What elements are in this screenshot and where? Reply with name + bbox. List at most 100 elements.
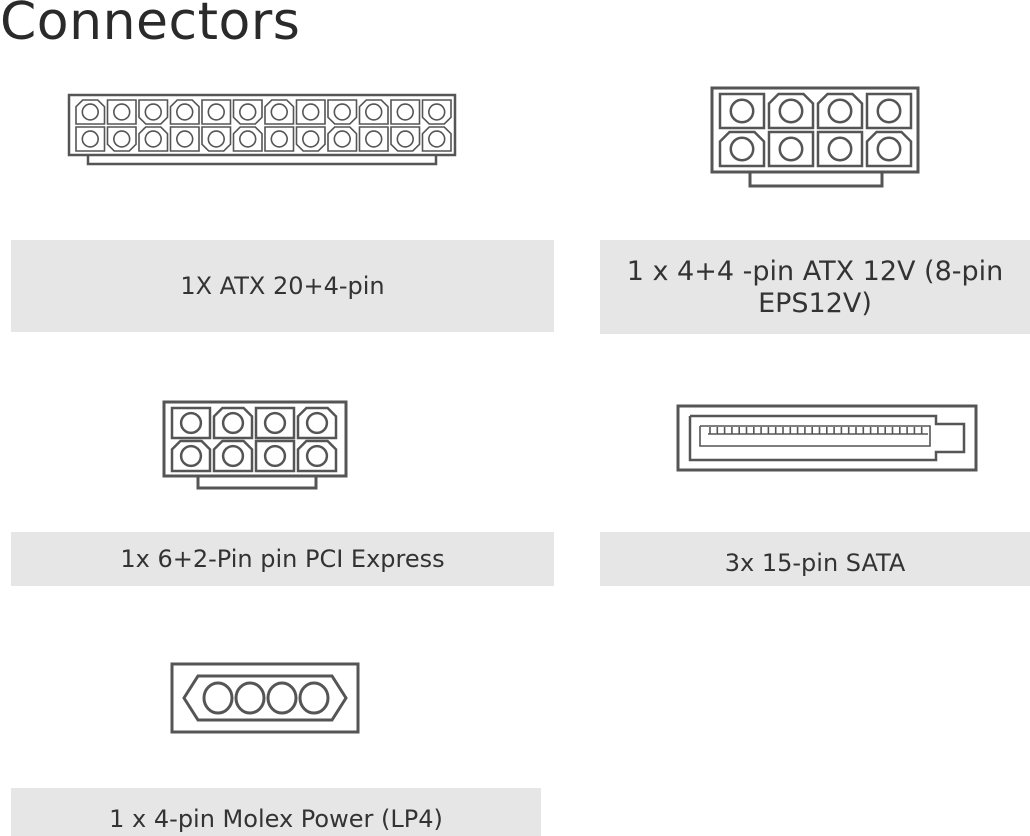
pin-cell [296, 406, 338, 440]
eps-8pin-connector-icon [710, 86, 920, 188]
pcie-8pin-label-bar: 1x 6+2-Pin pin PCI Express [11, 532, 554, 586]
atx-24pin-label: 1X ATX 20+4-pin [180, 272, 385, 300]
eps-8pin-label-line1: 1 x 4+4 -pin ATX 12V (8-pin [626, 256, 1004, 287]
sata-label: 3x 15-pin SATA [724, 549, 906, 577]
pin-cell [212, 406, 254, 440]
pin-cell [421, 99, 452, 125]
pin-cell [390, 126, 421, 152]
atx-24pin-label-bar: 1X ATX 20+4-pin [11, 240, 554, 332]
pin-cell [718, 130, 766, 168]
pin-hole [179, 444, 203, 468]
pin-hole [365, 130, 383, 148]
pin-cell [327, 99, 358, 125]
pin-cell [169, 99, 200, 125]
molex-pin [298, 681, 330, 715]
atx-24pin-connector-icon [67, 93, 457, 166]
pin-cell [816, 130, 864, 168]
connector-latch [86, 155, 438, 166]
pin-hole [827, 98, 853, 124]
pin-hole [827, 136, 853, 162]
pin-hole [302, 103, 320, 121]
pin-hole [144, 130, 162, 148]
pin-cell [816, 92, 864, 130]
pin-hole [876, 98, 902, 124]
pin-hole [239, 103, 257, 121]
pin-cell [254, 406, 296, 440]
connector-housing [676, 404, 978, 472]
pin-hole [263, 444, 287, 468]
pin-cell [390, 99, 421, 125]
pin-cell [295, 99, 326, 125]
pin-cell [232, 99, 263, 125]
molex-pin [202, 681, 234, 715]
pin-cell [865, 130, 913, 168]
pin-cell [295, 126, 326, 152]
molex-label: 1 x 4-pin Molex Power (LP4) [109, 805, 443, 833]
pin-cell [421, 126, 452, 152]
pin-hole [876, 136, 902, 162]
pin-hole [396, 103, 414, 121]
pin-hole [305, 444, 329, 468]
pin-cell [201, 126, 232, 152]
pin-cell [138, 99, 169, 125]
connector-latch [748, 172, 884, 188]
pin-cell [170, 439, 212, 473]
pin-cell [327, 126, 358, 152]
pin-hole [778, 136, 804, 162]
pin-cell [201, 99, 232, 125]
pin-cell [718, 92, 766, 130]
pin-cell [358, 99, 389, 125]
molex-pin [234, 681, 266, 715]
pin-hole [207, 103, 225, 121]
pin-hole [729, 98, 755, 124]
molex-pin [266, 681, 298, 715]
pcie-8pin-label: 1x 6+2-Pin pin PCI Express [120, 545, 445, 573]
pin-cell [170, 406, 212, 440]
pcie-8pin-connector-icon [162, 400, 348, 490]
pin-cell [106, 99, 137, 125]
pin-hole [302, 130, 320, 148]
pin-hole [144, 103, 162, 121]
connector-housing [67, 93, 457, 157]
pin-cell [264, 99, 295, 125]
pin-hole [263, 411, 287, 435]
pin-hole [428, 103, 446, 121]
pin-hole [270, 103, 288, 121]
pin-cell [212, 439, 254, 473]
pin-hole [179, 411, 203, 435]
pin-cell [296, 439, 338, 473]
pin-hole [176, 130, 194, 148]
connector-shroud [182, 674, 348, 722]
pin-hole [270, 130, 288, 148]
page-title: Connectors [0, 0, 301, 52]
pin-hole [221, 444, 245, 468]
sata-connector-icon [676, 404, 978, 472]
pin-hole [305, 411, 329, 435]
pin-hole [207, 130, 225, 148]
pin-hole [729, 136, 755, 162]
contact-strip [699, 425, 931, 447]
pin-cell [75, 99, 106, 125]
pin-hole [81, 103, 99, 121]
pin-cell [264, 126, 295, 152]
pin-hole [396, 130, 414, 148]
pin-cell [865, 92, 913, 130]
pin-hole [428, 130, 446, 148]
pin-hole [239, 130, 257, 148]
pin-cell [169, 126, 200, 152]
molex-connector-icon [170, 662, 360, 734]
pin-cell [138, 126, 169, 152]
pin-hole [333, 130, 351, 148]
pin-cell [106, 126, 137, 152]
pin-cell [232, 126, 263, 152]
pin-cell [358, 126, 389, 152]
pin-hole [81, 130, 99, 148]
sata-label-bar: 3x 15-pin SATA [600, 532, 1030, 586]
pin-hole [176, 103, 194, 121]
molex-label-bar: 1 x 4-pin Molex Power (LP4) [11, 788, 541, 836]
pin-cell [254, 439, 296, 473]
pin-hole [221, 411, 245, 435]
pin-cell [767, 92, 815, 130]
pin-hole [778, 98, 804, 124]
connector-housing [170, 662, 360, 734]
